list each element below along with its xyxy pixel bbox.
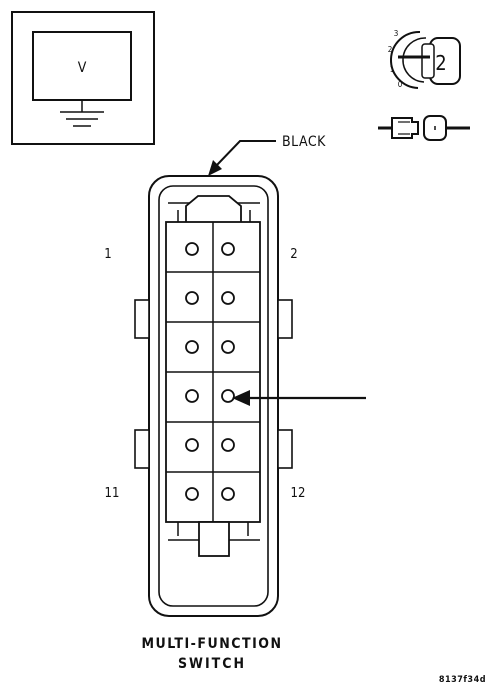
connector-disconnect-icon: [378, 115, 470, 141]
pin-9: [185, 438, 199, 452]
probe-arrow: [232, 390, 366, 406]
meter-display: V: [78, 60, 87, 76]
component-title-line1: MULTI-FUNCTION: [141, 636, 282, 652]
side-tab-right-upper: [277, 299, 293, 339]
pin-1: [185, 242, 199, 256]
pin-12: [221, 487, 235, 501]
side-tab-left-upper: [134, 299, 150, 339]
pin-3: [185, 291, 199, 305]
pin-11: [185, 487, 199, 501]
pin-label-2: 2: [290, 247, 297, 262]
voltmeter-icon: V: [11, 11, 155, 145]
ignition-position-3: 3: [394, 29, 399, 38]
side-tab-left-lower: [134, 429, 150, 469]
connector-housing: [134, 175, 293, 617]
pin-2: [221, 242, 235, 256]
connector-bottom-latch: [168, 521, 260, 557]
component-title-line2: SWITCH: [178, 656, 246, 672]
pin-label-11: 11: [105, 486, 120, 501]
pin-7: [185, 389, 199, 403]
figure-id: 8137f34d: [439, 675, 486, 685]
ignition-position-2: 2: [388, 45, 393, 54]
pin-label-12: 12: [291, 486, 306, 501]
ground-icon: [60, 100, 104, 127]
pin-10: [221, 438, 235, 452]
pin-6: [221, 340, 235, 354]
pin-4: [221, 291, 235, 305]
ignition-selected-position: 2: [435, 51, 446, 75]
ignition-key-icon: 3 2 1 0 2: [388, 29, 461, 89]
connector-color-label: BLACK: [282, 134, 326, 150]
connector-latch: [168, 195, 260, 222]
pin-label-1: 1: [104, 247, 111, 262]
pin-5: [185, 340, 199, 354]
side-tab-right-lower: [277, 429, 293, 469]
ignition-position-0: 0: [398, 80, 403, 89]
pin-8-highlighted: [221, 389, 235, 403]
connector-color-callout: BLACK: [208, 134, 326, 176]
